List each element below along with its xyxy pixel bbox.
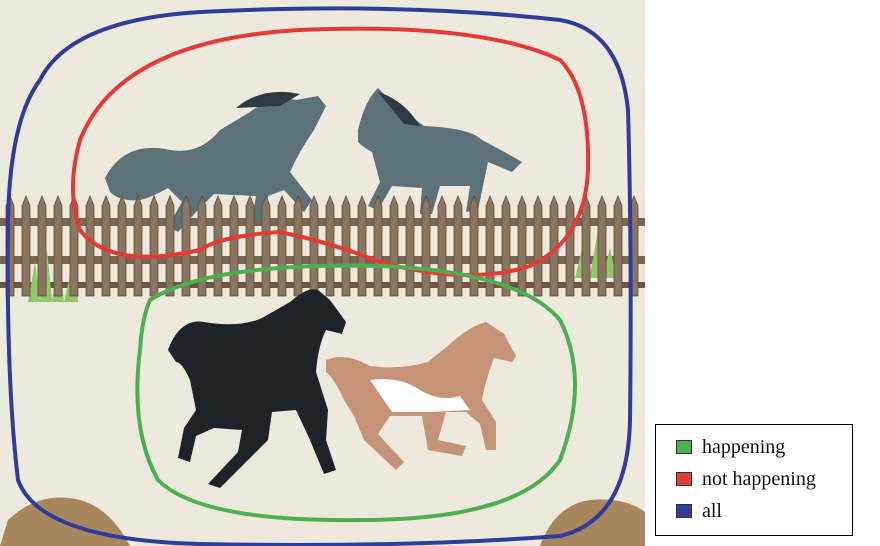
legend: happening not happening all: [655, 424, 853, 536]
legend-swatch-happening: [676, 440, 692, 454]
legend-label-happening: happening: [702, 437, 785, 457]
legend-swatch-not-happening: [676, 472, 692, 486]
legend-item-all: all: [676, 501, 722, 521]
legend-item-not-happening: not happening: [676, 469, 816, 489]
legend-item-happening: happening: [676, 437, 785, 457]
legend-swatch-all: [676, 504, 692, 518]
legend-label-not-happening: not happening: [702, 469, 816, 489]
legend-label-all: all: [702, 501, 722, 521]
